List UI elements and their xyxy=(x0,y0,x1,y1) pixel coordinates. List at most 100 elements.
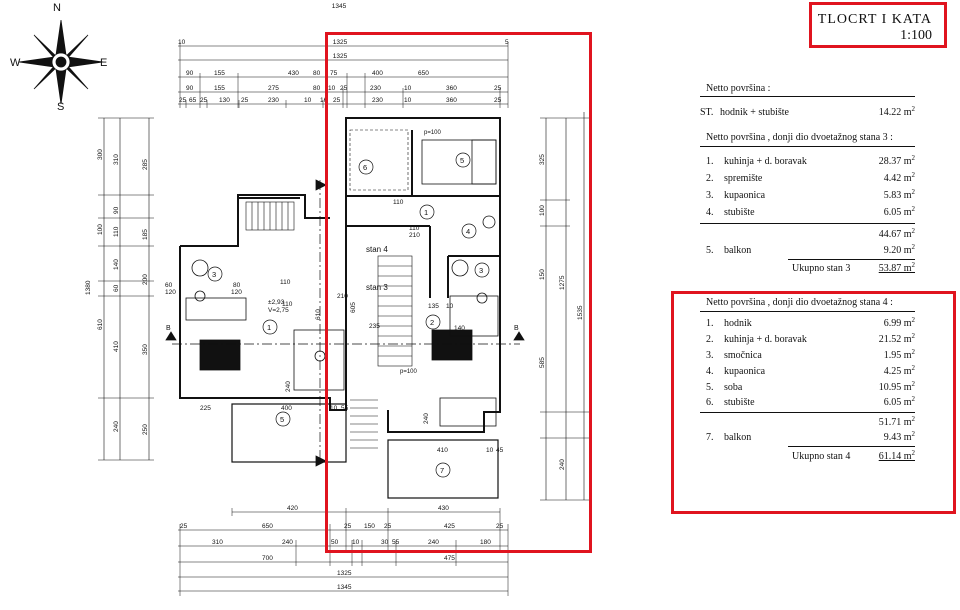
stan4-row-name: kuhinja + d. boravak xyxy=(724,334,807,345)
stan3-total-value: 53.87 m2 xyxy=(878,261,915,275)
dim-b3-5: 55 xyxy=(392,539,400,546)
compass-s: S xyxy=(57,101,64,113)
stan4-balkon-row: 7. balkon 9.43 m2 xyxy=(706,430,915,446)
left-dimension-lines xyxy=(98,117,154,461)
room-4: 4 xyxy=(466,227,470,236)
stan4-row-number: 4. xyxy=(706,366,714,377)
dim-r4-6: 230 xyxy=(370,85,381,92)
stan4-row: 2. kuhinja + d. boravak 21.52 m2 xyxy=(706,332,915,348)
dim-b2-3: 150 xyxy=(364,523,375,530)
label-p100a: p=100 xyxy=(424,130,442,136)
room-5b: 5 xyxy=(280,415,284,424)
stan4-row-name: soba xyxy=(724,382,743,393)
dim-r5-8: 25 xyxy=(333,97,341,104)
dim-r4-0: 90 xyxy=(186,85,194,92)
dim-b3-7: 180 xyxy=(480,539,491,546)
dim-top-3: 5 xyxy=(505,39,509,46)
dim-r3-5: 400 xyxy=(372,70,383,77)
right-dimension-lines xyxy=(540,112,590,501)
stan3-row-value: 4.42 m2 xyxy=(883,171,915,185)
dim-in-16: 10 xyxy=(330,405,338,412)
stan3-subtotal: 44.67 m2 xyxy=(878,227,915,241)
dim-l-c1: 285 xyxy=(142,159,149,170)
dim-top-row2: 1325 xyxy=(333,53,348,60)
compass-w: W xyxy=(10,57,21,69)
dim-in-1: 210 xyxy=(409,232,420,239)
room-6: 6 xyxy=(363,163,367,172)
stan3-total-rule xyxy=(788,259,915,260)
dim-r5-1: 65 xyxy=(189,97,197,104)
dim-r-a5: 585 xyxy=(539,357,546,368)
dim-in-21: 45 xyxy=(496,447,504,454)
compass-rose-icon xyxy=(18,19,104,105)
dim-l-b0: 310 xyxy=(113,154,120,165)
dim-r5-0: 25 xyxy=(179,97,187,104)
dim-in-11: 120 xyxy=(231,289,242,296)
stan3-balkon-name: balkon xyxy=(724,245,752,256)
dim-in-12: 235 xyxy=(369,323,380,330)
stan4-row-name: stubište xyxy=(724,397,755,408)
dim-r-a3: 150 xyxy=(539,269,546,280)
stan3-row-number: 1. xyxy=(706,156,714,167)
st-row: ST. hodnik + stubište 14.22 m2 xyxy=(700,106,915,121)
dim-in-0: 110 xyxy=(393,199,404,206)
stan4-row-value: 21.52 m2 xyxy=(878,332,915,346)
stan3-total-row: Ukupno stan 3 53.87 m2 xyxy=(706,261,915,277)
dim-r3-0: 90 xyxy=(186,70,194,77)
stan3-balkon-number: 5. xyxy=(706,245,714,256)
compass-e: E xyxy=(100,57,107,69)
stan3-header-rule xyxy=(700,146,915,147)
stan3-row: 4. stubište 6.05 m2 xyxy=(706,206,915,221)
stan4-row-name: hodnik xyxy=(724,318,752,329)
dim-l-b4: 60 xyxy=(113,284,120,292)
stan4-total-row: Ukupno stan 4 61.14 m2 xyxy=(706,450,915,465)
dim-r4-2: 275 xyxy=(268,85,279,92)
dim-b2-6: 25 xyxy=(496,523,504,530)
dim-in-23: 610 xyxy=(315,309,322,320)
stan3-row-name: stubište xyxy=(724,207,755,218)
dim-b3-1: 240 xyxy=(282,539,293,546)
dim-l-b5: 410 xyxy=(113,341,120,352)
stan4-subtotal-rule xyxy=(700,412,915,413)
stan4-row-number: 2. xyxy=(706,334,714,345)
dim-b2-1: 650 xyxy=(262,523,273,530)
dim-l-c8: 250 xyxy=(142,424,149,435)
dim-b2-5: 425 xyxy=(444,523,455,530)
netto-header: Netto površina : xyxy=(706,83,771,94)
dim-in-15: 400 xyxy=(281,405,292,412)
dim-in-20: 10 xyxy=(486,447,494,454)
stan3-row-number: 2. xyxy=(706,173,714,184)
balconies xyxy=(231,403,499,499)
dim-r3-2: 430 xyxy=(288,70,299,77)
dim-r4-1: 155 xyxy=(214,85,225,92)
stan3-row-value: 5.83 m2 xyxy=(883,188,915,202)
stan3-row: 3. kupaonica 5.83 m2 xyxy=(706,188,915,204)
dim-r5-3: 130 xyxy=(219,97,230,104)
dim-in-22: 110 xyxy=(282,301,293,308)
dim-b4-0: 700 xyxy=(262,555,273,562)
stan4-row-name: smočnica xyxy=(724,350,762,361)
dim-in-4: 135 xyxy=(428,303,439,310)
stan4-balkon-value: 9.43 m2 xyxy=(883,430,915,444)
stan3-row-name: kuhinja + d. boravak xyxy=(724,156,807,167)
dim-in-13: 605 xyxy=(350,302,357,313)
label-stan3: stan 3 xyxy=(366,283,388,292)
dim-in-19: 410 xyxy=(437,447,448,454)
stan3-row-name: kupaonica xyxy=(724,190,766,201)
stan3-balkon-value: 9.20 m2 xyxy=(883,243,915,257)
dim-r4-4: 10 xyxy=(328,85,336,92)
dim-in-6: 140 xyxy=(454,325,465,332)
dim-b6-0: 1345 xyxy=(337,584,352,591)
dim-in-14: 225 xyxy=(200,405,211,412)
stan3-subtotal-rule xyxy=(700,223,915,224)
room-7: 7 xyxy=(440,466,444,475)
stan4-row: 3. smočnica 1.95 m2 xyxy=(706,349,915,364)
dim-b3-3: 10 xyxy=(352,539,360,546)
plan-dimension-text: 1345 10 1325 5 1325 90 155 430 80 75 400… xyxy=(85,3,584,591)
dim-b1-1: 430 xyxy=(438,505,449,512)
dim-r4-7: 10 xyxy=(404,85,412,92)
dim-r-b1: 240 xyxy=(559,459,566,470)
dim-r4-9: 25 xyxy=(494,85,502,92)
title-block: TLOCRT I KATA 1:100 xyxy=(809,2,947,48)
stan4-total-rule xyxy=(788,446,915,447)
